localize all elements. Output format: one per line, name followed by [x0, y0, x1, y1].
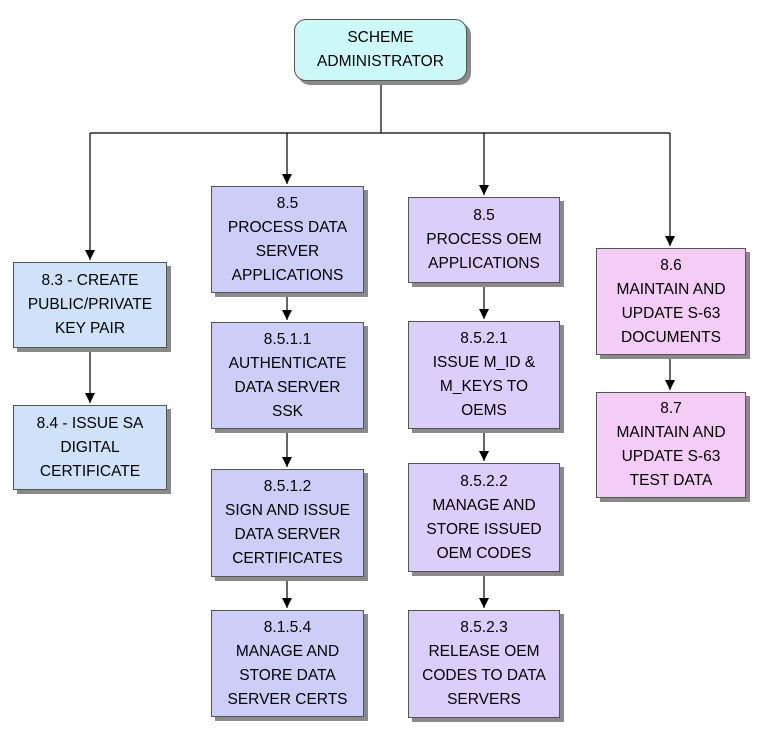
node-label-line: MANAGE AND	[235, 642, 340, 660]
node-label-line: 8.5.2.2	[460, 472, 508, 490]
node-label-line: OEMS	[461, 402, 507, 419]
node-label-line: UPDATE S-63	[621, 448, 721, 465]
sign-issue-certificates-node: 8.5.1.2 SIGN AND ISSUE DATA SERVER CERTI…	[211, 469, 364, 577]
node-label-line: CERTIFICATES	[232, 550, 343, 567]
node-label-line: 8.5	[276, 194, 299, 212]
node-label-line: SCHEME	[347, 29, 414, 46]
node-label-line: APPLICATIONS	[428, 255, 540, 272]
node-label-line: M_KEYS TO	[439, 378, 529, 395]
node-label-line: CERTIFICATE	[39, 462, 141, 480]
node-label-line: TEST DATA	[629, 472, 713, 489]
maintain-s63-documents-node: 8.6 MAINTAIN AND UPDATE S-63 DOCUMENTS	[596, 248, 746, 355]
node-label-line: DATA SERVER	[234, 378, 341, 396]
node-label-line: AUTHENTICATE	[228, 354, 347, 372]
process-oem-applications-node: 8.5 PROCESS OEM APPLICATIONS	[408, 197, 560, 283]
scheme-administrator-node: SCHEME ADMINISTRATOR	[294, 19, 467, 81]
node-label-line: APPLICATIONS	[231, 266, 344, 284]
issue-digital-certificate-node: 8.4 - ISSUE SA DIGITAL CERTIFICATE	[13, 405, 167, 490]
node-label-line: PUBLIC/PRIVATE	[27, 296, 153, 313]
node-label-line: SERVERS	[447, 691, 521, 708]
node-label-line: DIGITAL	[60, 438, 120, 456]
node-label-line: 8.5.1.2	[263, 478, 312, 495]
process-data-server-applications-node: 8.5 PROCESS DATA SERVER APPLICATIONS	[211, 186, 364, 293]
node-label-line: MANAGE AND	[432, 496, 536, 514]
node-label-line: 8.6	[660, 256, 682, 274]
node-label-line: UPDATE S-63	[621, 304, 721, 322]
manage-store-server-certs-node: 8.1.5.4 MANAGE AND STORE DATA SERVER CER…	[211, 610, 364, 717]
node-label-line: RELEASE OEM	[428, 643, 540, 660]
node-label-line: STORE ISSUED	[426, 520, 542, 538]
node-label-line: 8.5.2.3	[460, 619, 508, 636]
node-label-line: DOCUMENTS	[621, 328, 721, 346]
node-label-line: STORE DATA	[239, 666, 336, 684]
node-label-line: ADMINISTRATOR	[317, 53, 444, 70]
node-label-line: PROCESS OEM	[426, 231, 542, 248]
node-label-line: 8.5	[473, 207, 495, 224]
authenticate-data-server-ssk-node: 8.5.1.1 AUTHENTICATE DATA SERVER SSK	[211, 322, 364, 429]
create-key-pair-node: 8.3 - CREATE PUBLIC/PRIVATE KEY PAIR	[13, 262, 167, 348]
node-label-line: DATA SERVER	[234, 526, 341, 543]
node-label-line: 8.5.2.1	[460, 330, 508, 347]
node-label-line: 8.5.1.1	[263, 330, 312, 348]
issue-m-id-keys-node: 8.5.2.1 ISSUE M_ID & M_KEYS TO OEMS	[408, 321, 560, 429]
node-label-line: 8.4 - ISSUE SA	[36, 414, 144, 432]
node-label-line: CODES TO DATA	[422, 667, 546, 684]
maintain-s63-test-data-node: 8.7 MAINTAIN AND UPDATE S-63 TEST DATA	[596, 392, 746, 498]
node-label-line: MAINTAIN AND	[616, 280, 726, 298]
manage-store-oem-codes-node: 8.5.2.2 MANAGE AND STORE ISSUED OEM CODE…	[408, 463, 560, 572]
node-label-line: MAINTAIN AND	[616, 424, 726, 441]
node-label-line: 8.3 - CREATE	[41, 272, 139, 289]
node-label-line: 8.1.5.4	[263, 618, 312, 636]
node-label-line: 8.7	[660, 400, 682, 417]
release-oem-codes-node: 8.5.2.3 RELEASE OEM CODES TO DATA SERVER…	[408, 610, 560, 718]
node-label-line: OEM CODES	[436, 544, 532, 562]
node-label-line: KEY PAIR	[54, 320, 126, 337]
node-label-line: SERVER	[255, 242, 320, 260]
node-label-line: SSK	[271, 402, 303, 420]
node-label-line: SIGN AND ISSUE	[225, 502, 350, 519]
node-label-line: ISSUE M_ID &	[432, 354, 536, 371]
node-label-line: PROCESS DATA	[227, 218, 348, 236]
node-label-line: SERVER CERTS	[227, 690, 348, 708]
